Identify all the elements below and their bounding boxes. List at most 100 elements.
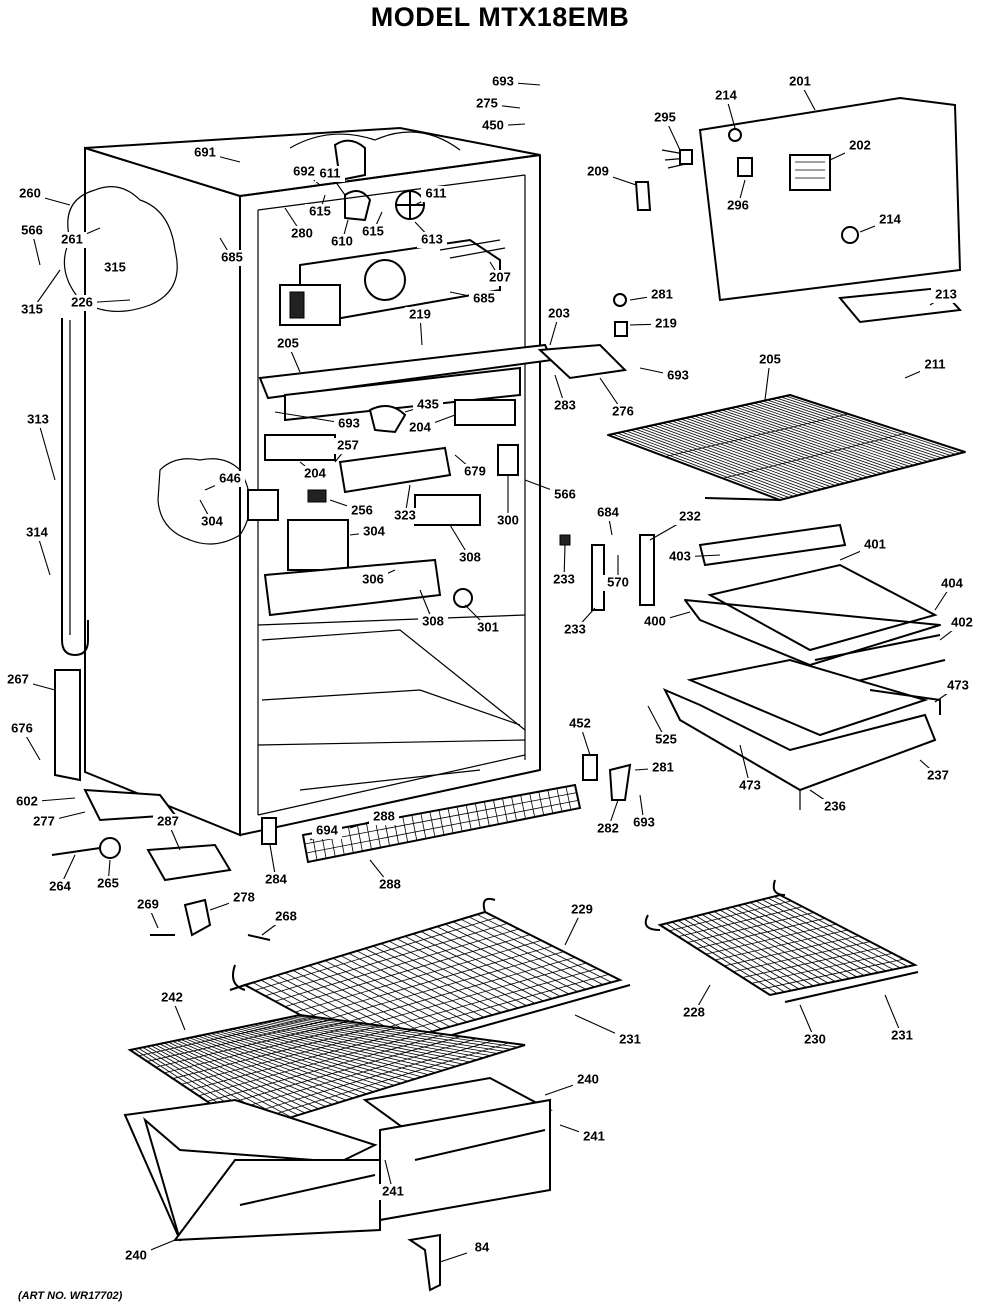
part-callout-692: 692 [293, 163, 315, 178]
callout-bg-233 [560, 622, 590, 638]
callout-bg-256 [347, 503, 377, 519]
wire-line [612, 433, 785, 500]
part-callout-676: 676 [11, 720, 33, 735]
callout-bg-404 [937, 576, 967, 592]
glass-shelf-assembly [684, 523, 946, 691]
part-callout-435: 435 [417, 396, 439, 411]
wire-line [630, 429, 804, 495]
callout-bg-283 [550, 398, 580, 414]
wire-line [438, 809, 445, 836]
callout-bg-257 [333, 438, 363, 454]
callout-bg-288 [375, 877, 405, 893]
part-callout-236: 236 [824, 798, 846, 813]
callout-bg-204 [405, 420, 435, 436]
callout-bg-692 [289, 164, 319, 180]
part-callout-261: 261 [61, 231, 83, 246]
part-callout-282: 282 [597, 820, 619, 835]
callout-bg-610 [327, 234, 357, 250]
part-callout-214: 214 [715, 87, 737, 102]
wire-line [547, 789, 554, 814]
wire-line [667, 421, 841, 485]
wire-shelf-205 [607, 394, 966, 501]
part-callout-283: 283 [554, 397, 576, 412]
wire-line [483, 801, 490, 827]
callout-bg-214 [875, 212, 905, 228]
toe-grille-288 [301, 783, 582, 864]
part-callout-232: 232 [679, 508, 701, 523]
part-callout-306: 306 [362, 571, 384, 586]
part-callout-281: 281 [652, 759, 674, 774]
wire-line [753, 402, 929, 462]
part-callout-525: 525 [655, 731, 677, 746]
part-callout-276: 276 [612, 403, 634, 418]
part-callout-308: 308 [422, 613, 444, 628]
wire-line [304, 945, 553, 1018]
callout-bg-646 [215, 471, 245, 487]
wire-line [739, 405, 915, 466]
part-callout-284: 284 [265, 871, 287, 886]
callout-bg-566 [17, 223, 47, 239]
part-callout-233: 233 [564, 621, 586, 636]
callout-bg-260 [15, 186, 45, 202]
callout-bg-679 [460, 464, 490, 480]
part-callout-257: 257 [337, 437, 359, 452]
part-callout-268: 268 [275, 908, 297, 923]
part-callout-300: 300 [497, 512, 519, 527]
part-callout-231: 231 [891, 1027, 913, 1042]
wire-line [724, 935, 859, 967]
callout-bg-452 [565, 716, 595, 732]
part-callout-214: 214 [879, 211, 901, 226]
wire-line [626, 430, 799, 496]
wire-line [733, 941, 871, 973]
wire-line [685, 417, 859, 480]
callout-bg-236 [820, 799, 850, 815]
callout-bg-435 [413, 397, 443, 413]
wire-line [780, 396, 956, 455]
callout-bg-201 [785, 74, 815, 90]
callout-bg-280 [287, 226, 317, 242]
wire-line [502, 798, 508, 823]
part-callout-264: 264 [49, 878, 71, 893]
wire-line [565, 786, 572, 810]
callout-bg-261 [57, 232, 87, 248]
wire-line [493, 799, 499, 825]
callout-bg-233 [549, 572, 579, 588]
part-callout-611: 611 [426, 185, 447, 200]
callout-bg-231 [615, 1032, 645, 1048]
wire-line [648, 425, 822, 490]
callout-bg-693 [334, 416, 364, 432]
part-callout-288: 288 [379, 876, 401, 891]
wire-line [429, 811, 436, 837]
wire-line [447, 808, 454, 834]
part-callout-693: 693 [633, 814, 655, 829]
shelf-ladders [559, 534, 655, 611]
callout-bg-693 [488, 74, 518, 90]
part-callout-280: 280 [291, 225, 313, 240]
wire-line [707, 412, 882, 474]
callout-bg-684 [593, 505, 623, 521]
part-callout-203: 203 [548, 305, 570, 320]
art-number: (ART NO. WR17702) [18, 1290, 123, 1302]
callout-bg-269 [133, 897, 163, 913]
callout-bg-226 [67, 295, 97, 311]
wire-line [680, 418, 855, 482]
part-callout-241: 241 [382, 1183, 404, 1198]
part-callout-269: 269 [137, 896, 159, 911]
callout-bg-265 [93, 876, 123, 892]
part-callout-202: 202 [849, 137, 871, 152]
callout-bg-230 [800, 1032, 830, 1048]
part-callout-219: 219 [409, 306, 431, 321]
part-callout-205: 205 [759, 351, 781, 366]
part-callout-242: 242 [161, 989, 183, 1004]
part-callout-404: 404 [941, 575, 963, 590]
wire-line [662, 422, 836, 486]
callout-bg-685 [217, 250, 247, 266]
wire-line [748, 403, 924, 464]
wire-line [294, 939, 542, 1013]
part-callout-679: 679 [464, 463, 486, 478]
part-callout-693: 693 [338, 415, 360, 430]
callout-bg-308 [418, 614, 448, 630]
wire-line [402, 816, 409, 843]
part-callout-277: 277 [33, 813, 55, 828]
